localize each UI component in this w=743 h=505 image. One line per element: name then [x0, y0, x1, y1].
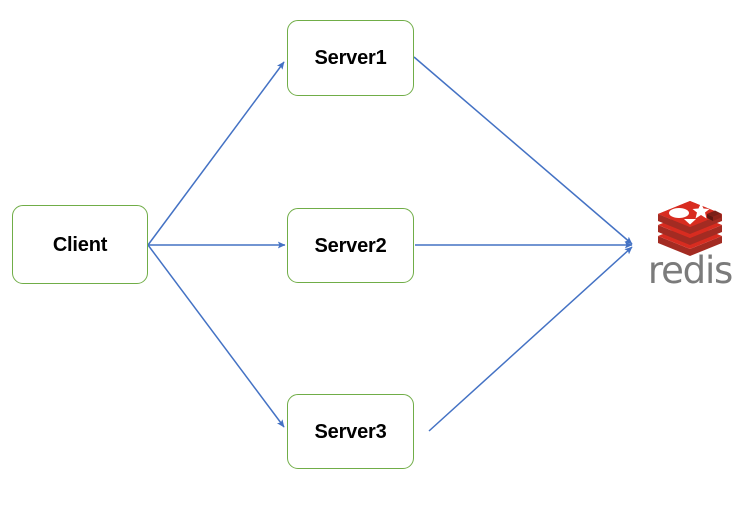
- edge-client-to-server1: [147, 61, 285, 246]
- edge-server3-to-redis: [428, 246, 633, 432]
- node-server1-label: Server1: [314, 47, 387, 69]
- edge-server1-to-redis: [413, 56, 633, 245]
- edge-client-to-server3: [147, 244, 285, 428]
- node-client[interactable]: Client: [12, 205, 148, 284]
- redis-wordmark: redis: [647, 249, 733, 292]
- node-redis[interactable]: redis: [638, 197, 742, 295]
- node-client-label: Client: [52, 233, 108, 256]
- node-server3-label: Server3: [314, 420, 387, 443]
- redis-logo-icon: [658, 201, 722, 256]
- node-server3[interactable]: Server3: [287, 394, 414, 469]
- node-server1[interactable]: Server1: [287, 20, 414, 96]
- node-server2-label: Server2: [314, 234, 387, 257]
- node-server2[interactable]: Server2: [287, 208, 414, 283]
